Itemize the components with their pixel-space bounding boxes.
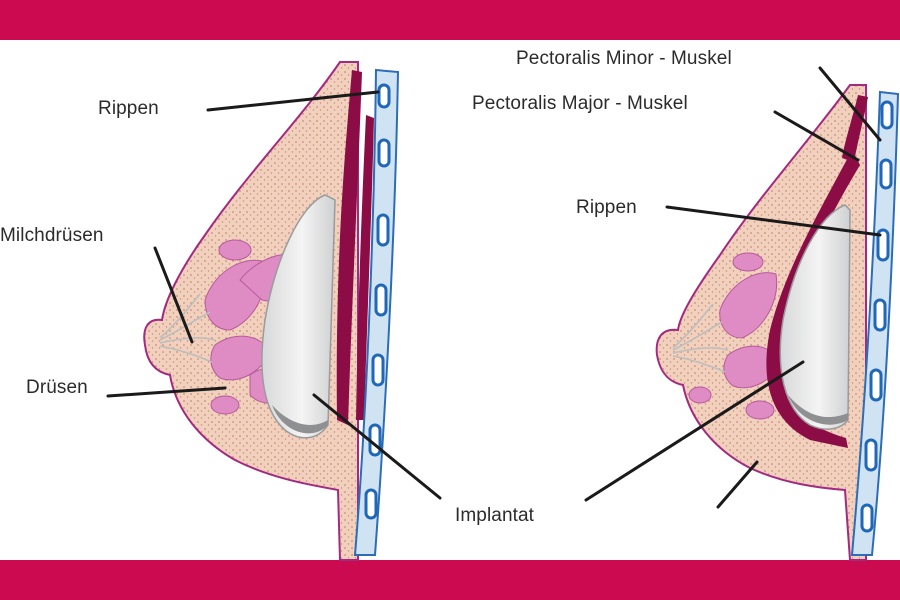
leader-lines	[106, 66, 882, 509]
right-breast	[655, 84, 900, 561]
right-pectoralis-minor	[842, 95, 868, 162]
leader-right-ribs	[665, 205, 882, 237]
leader-right-lower	[716, 460, 759, 509]
leader-right-major	[773, 110, 860, 162]
label-left-milk-glands: Milchdrüsen	[0, 225, 104, 246]
left-pectoralis-muscle-2	[356, 115, 374, 420]
right-implant-shadow	[788, 395, 848, 425]
left-breast	[143, 61, 400, 561]
right-gland-lobes	[688, 252, 781, 420]
left-implant	[261, 194, 336, 439]
left-pectoralis-muscle	[336, 70, 362, 425]
leader-left-milk-glands	[153, 246, 194, 344]
label-left-ribs: Rippen	[98, 98, 159, 119]
right-milk-ducts	[672, 303, 729, 373]
left-implant-shadow	[272, 405, 328, 434]
label-pectoralis-major: Pectoralis Major - Muskel	[472, 93, 688, 114]
leader-left-implant	[312, 393, 442, 500]
label-pectoralis-minor: Pectoralis Minor - Muskel	[516, 48, 732, 69]
bottom-band	[0, 560, 900, 600]
label-left-glands: Drüsen	[26, 377, 88, 398]
leader-left-glands	[106, 386, 227, 398]
leader-left-ribs	[206, 90, 380, 112]
label-right-ribs: Rippen	[576, 197, 637, 218]
label-implant: Implantat	[455, 505, 535, 526]
leader-right-implant	[584, 360, 805, 502]
right-rib-segments	[860, 100, 894, 533]
top-band	[0, 0, 900, 40]
leader-right-minor	[818, 66, 882, 142]
left-rib-segments	[364, 83, 391, 520]
right-pectoralis-major	[766, 150, 860, 448]
